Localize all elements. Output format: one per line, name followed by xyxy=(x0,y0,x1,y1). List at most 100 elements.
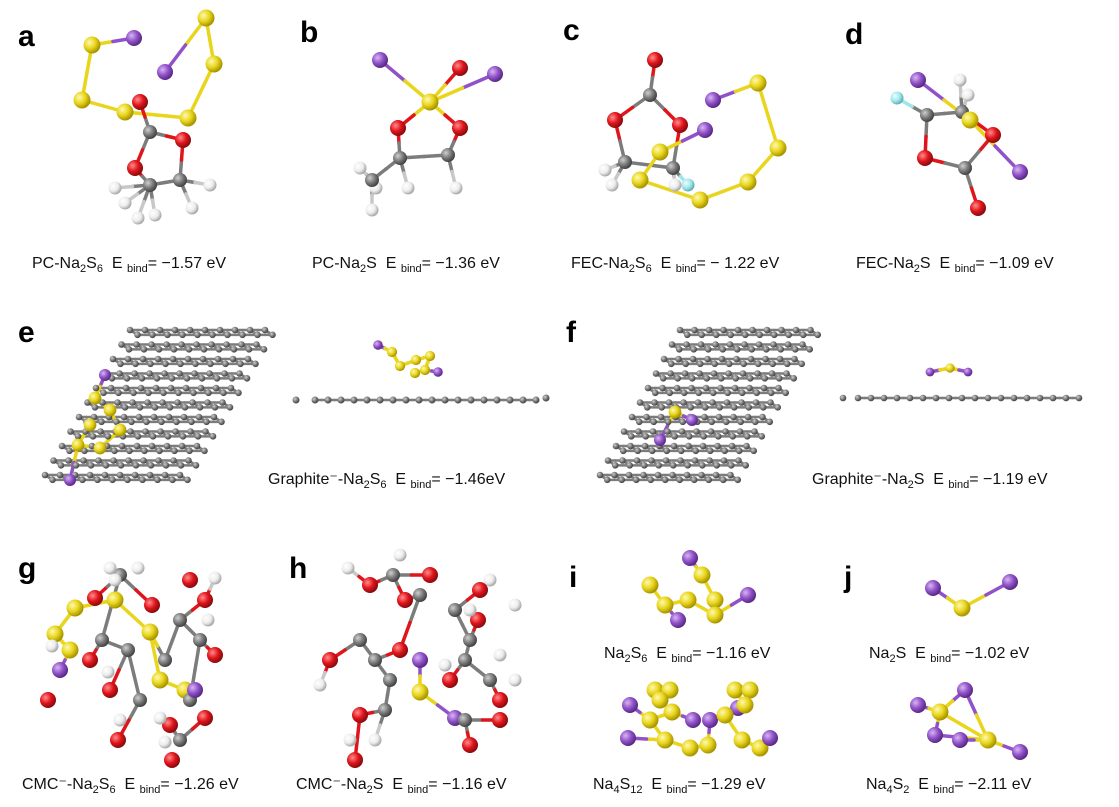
panel-c-c-atom xyxy=(618,155,632,169)
panel-f-sheet-c-atom xyxy=(705,326,713,334)
panel-i-na4s12-s-atom xyxy=(699,736,717,754)
panel-f-sheet-c-atom xyxy=(680,389,688,397)
panel-g-o-atom xyxy=(82,652,98,668)
panel-f-sheet-c-atom xyxy=(640,462,648,469)
panel-e-sheet-c-atom xyxy=(179,331,186,339)
caption-g: CMC⁻-Na2S6 E bind= −1.26 eV xyxy=(22,776,239,797)
panel-e-sheet-c-atom xyxy=(145,389,152,397)
panel-c-h-atom xyxy=(605,178,619,192)
panel-letter-f: f xyxy=(566,316,576,349)
panel-f-sheet-c-atom xyxy=(778,326,785,334)
panel-i-na2s6-na-atom xyxy=(670,612,686,628)
panel-f-sheet-c-atom xyxy=(682,360,690,368)
panel-letter-d: d xyxy=(845,18,864,51)
panel-f-sheet-c-atom xyxy=(712,471,720,479)
panel-j-na4s2-na-atom xyxy=(952,732,968,748)
panel-c-s-atom xyxy=(749,74,767,92)
panel-f-sheet-c-atom xyxy=(648,457,655,464)
panel-b-o-atom xyxy=(452,60,468,76)
panel-f-sheet-c-atom xyxy=(756,331,764,339)
panel-e-sheet-c-atom xyxy=(162,462,170,469)
panel-f-sheet-c-atom xyxy=(707,428,715,435)
panel-h-na-atom xyxy=(412,652,428,668)
panel-f-sheet-c-atom xyxy=(735,457,742,464)
panel-e-sheet-c-atom xyxy=(157,428,164,435)
panel-e-sheet-c-atom xyxy=(109,355,117,363)
panel-f-sheet-c-atom xyxy=(657,413,665,421)
panel-f-sheet-c-atom xyxy=(723,399,731,406)
panel-e-sheet-c-atom xyxy=(209,433,217,440)
panel-h-h-atom xyxy=(393,548,407,562)
panel-e-side-c-atom xyxy=(467,396,475,404)
panel-a-c-atom xyxy=(143,125,157,139)
panel-e-sheet-c-atom xyxy=(196,404,204,411)
panel-a-h-atom xyxy=(131,211,145,225)
panel-f-sheet-c-atom xyxy=(670,442,678,450)
panel-f-sheet-c-atom xyxy=(620,428,628,435)
panel-e-sheet-c-atom xyxy=(141,447,148,455)
panel-g-c-atom xyxy=(133,693,147,707)
panel-e-sheet-c-atom xyxy=(150,413,158,421)
panel-e-sheet-c-atom xyxy=(243,375,251,382)
panel-f-sheet-c-atom xyxy=(674,375,682,382)
panel-f-sheet-c-atom xyxy=(713,462,721,469)
panel-b-c-atom xyxy=(365,173,379,187)
panel-g-o-atom xyxy=(162,717,178,733)
panel-e-sheet-c-atom xyxy=(90,413,98,421)
panel-d-na-atom xyxy=(1012,164,1028,180)
panel-f-sheet-c-atom xyxy=(635,428,642,435)
panel-e-molecule-na-atom xyxy=(99,369,111,381)
panel-c-o-atom xyxy=(672,117,688,133)
panel-f-sheet-c-atom xyxy=(661,476,669,484)
panel-i-na4s12-na-atom xyxy=(620,730,636,746)
panel-f-sheet-c-atom xyxy=(680,399,687,406)
panel-f-side-c-atom xyxy=(958,394,966,402)
panel-e-sheet-c-atom xyxy=(151,404,159,411)
panel-e-sheet-c-atom xyxy=(127,428,134,435)
panel-h-h-atom xyxy=(508,673,522,687)
panel-c-h-atom xyxy=(598,163,612,177)
panel-e-sheet-c-atom xyxy=(125,346,133,353)
panel-e-sheet-c-atom xyxy=(58,442,66,450)
panel-f-side-c-atom xyxy=(1010,394,1018,402)
panel-d-s-atom xyxy=(961,111,979,129)
panel-f-sheet-c-atom xyxy=(666,389,674,397)
panel-f-sheet-c-atom xyxy=(767,399,774,406)
panel-f-sheet-c-atom xyxy=(632,476,640,484)
panel-f-sheet-c-atom xyxy=(678,428,686,435)
panel-d-h-atom xyxy=(953,73,967,87)
panel-b-o-atom xyxy=(390,120,406,136)
panel-f-sheet-c-atom xyxy=(699,442,707,450)
panel-h-o-atom xyxy=(470,612,486,628)
panel-e-sheet-c-atom xyxy=(174,399,181,406)
panel-e-sheet-c-atom xyxy=(75,413,83,421)
panel-e-sheet-c-atom xyxy=(227,384,235,392)
panel-f-sheet-c-atom xyxy=(685,442,692,450)
panel-f-sheet-c-atom xyxy=(728,442,736,450)
panel-f-sheet-c-atom xyxy=(669,462,677,469)
panel-j-na4s2-s-atom xyxy=(979,731,997,749)
panel-f-side-c-atom xyxy=(945,394,953,402)
panel-f-sheet-c-atom xyxy=(814,331,822,339)
panel-e-side-c-atom xyxy=(311,396,319,404)
panel-f-side-c-atom xyxy=(932,394,940,402)
panel-a-o-atom xyxy=(175,132,191,148)
panel-f-sheet-c-atom xyxy=(727,331,735,339)
panel-e-side-c-atom xyxy=(324,396,332,404)
panel-e-sheet-c-atom xyxy=(56,471,64,479)
panel-e-side-molecule-na-atom xyxy=(433,367,443,377)
panel-e-sheet-c-atom xyxy=(171,326,179,334)
panel-e-sheet-c-atom xyxy=(130,389,137,397)
panel-f-sheet-c-atom xyxy=(725,360,733,368)
panel-f-sheet-c-atom xyxy=(626,462,634,469)
caption-b: PC-Na2S E bind= −1.36 eV xyxy=(312,255,500,276)
panel-f-sheet-c-atom xyxy=(697,341,705,348)
panel-e-sheet-c-atom xyxy=(102,462,110,469)
panel-f-sheet-c-atom xyxy=(704,346,712,353)
caption-j-top: Na2S E bind= −1.02 eV xyxy=(869,645,1030,666)
panel-f-side-c-atom xyxy=(971,394,979,402)
panel-f-sheet-c-atom xyxy=(690,346,698,353)
panel-i-na4s12-s-atom xyxy=(641,711,659,729)
panel-f-sheet-c-atom xyxy=(628,413,636,421)
panel-i-na4s12-s-atom xyxy=(751,739,769,757)
